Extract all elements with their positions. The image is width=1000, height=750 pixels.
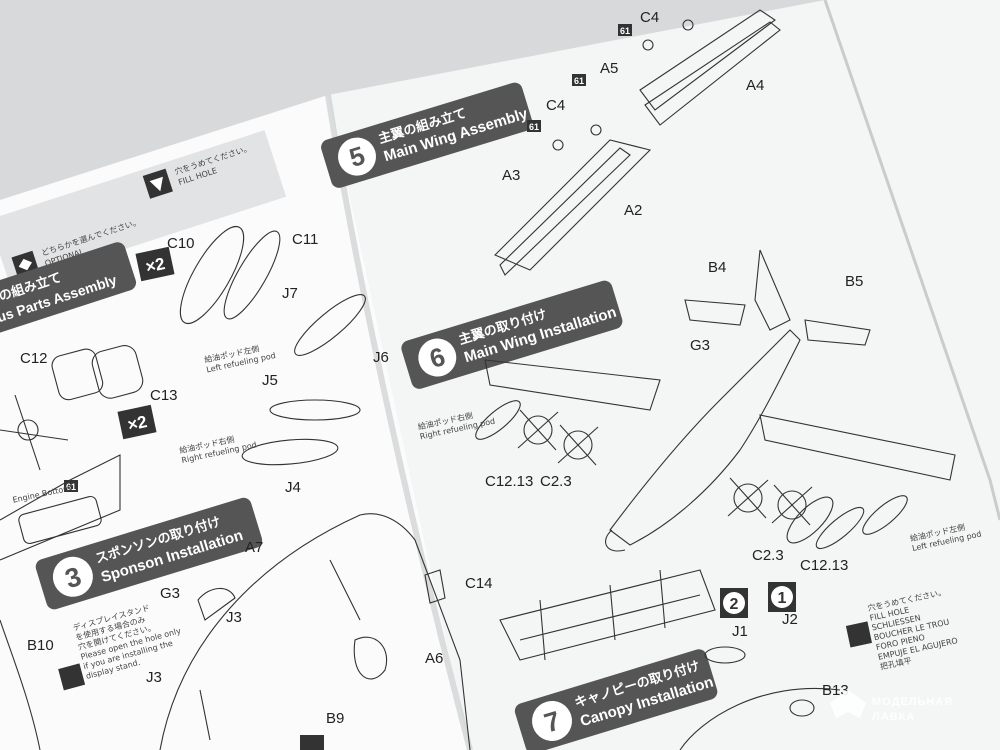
part-label: C12.13 xyxy=(800,557,848,574)
svg-text:2: 2 xyxy=(730,596,739,613)
part-label: J5 xyxy=(262,372,278,389)
part-label: J3 xyxy=(146,669,162,686)
option-badge-1: 1 xyxy=(768,582,796,612)
part-label: C4 xyxy=(546,97,565,114)
fill-hole-multilang: 穴をうめてください。FILL HOLESCHLIESSENBOUCHER LE … xyxy=(867,586,961,671)
svg-text:61: 61 xyxy=(620,26,630,36)
svg-text:×2: ×2 xyxy=(144,254,167,277)
canopy-drawing xyxy=(499,569,841,750)
part-label: A5 xyxy=(600,60,618,77)
number-boxes: 61 61 61 61 xyxy=(64,24,632,492)
refueling-pod-drawing xyxy=(179,225,908,550)
svg-text:1: 1 xyxy=(778,590,787,607)
option-badge-2: 2 xyxy=(720,588,748,618)
part-label: C13 xyxy=(150,387,178,404)
engine-cowling-drawing xyxy=(51,345,144,401)
part-label: A4 xyxy=(746,77,764,94)
part-label: C11 xyxy=(292,231,318,248)
part-label: B9 xyxy=(326,710,344,727)
part-label: B5 xyxy=(845,273,863,290)
engine-bottom-inset xyxy=(0,454,121,561)
part-label: J4 xyxy=(285,479,301,496)
line-art xyxy=(0,9,956,750)
part-label: J2 xyxy=(782,611,798,628)
part-label: A2 xyxy=(624,202,642,219)
multiplier-badge: ×2 xyxy=(135,246,175,282)
part-label: J3 xyxy=(226,609,242,626)
part-label: A3 xyxy=(502,167,520,184)
part-label: C2.3 xyxy=(752,547,784,564)
optional-icon xyxy=(58,663,86,691)
part-label: C4 xyxy=(640,9,659,26)
part-label: A7 xyxy=(245,539,263,556)
right-page xyxy=(328,0,1000,750)
watermark-line1: МОДЕЛЬНАЯ xyxy=(872,696,953,708)
part-label: C10 xyxy=(167,235,195,252)
legend-panel: どちらかを選んでください。 OPTIONAL 穴をうめてください。 FILL H… xyxy=(0,130,287,287)
fuselage-drawing xyxy=(0,513,471,750)
aircraft-drawing xyxy=(484,249,956,552)
part-label: A6 xyxy=(425,650,443,667)
part-label: B4 xyxy=(708,259,726,276)
propeller-drawing xyxy=(0,394,813,526)
part-label: J6 xyxy=(373,349,389,366)
fill-hole-icon xyxy=(300,735,324,750)
svg-text:61: 61 xyxy=(529,122,539,132)
part-label: B10 xyxy=(27,637,54,654)
part-label: J1 xyxy=(732,623,748,640)
part-labels: C4 A5 A4 C4 A3 A2 C10 C11 J7 J6 J5 J4 C1… xyxy=(20,9,863,727)
svg-text:×2: ×2 xyxy=(126,412,149,435)
part-label: C12 xyxy=(20,350,48,367)
part-label: C2.3 xyxy=(540,473,572,490)
part-label: G3 xyxy=(160,585,180,602)
svg-text:61: 61 xyxy=(574,76,584,86)
wing-part-drawing xyxy=(494,9,781,276)
fill-hole-icon xyxy=(845,621,872,648)
part-label: J7 xyxy=(282,285,298,302)
part-label: C14 xyxy=(465,575,493,592)
multiplier-badge: ×2 xyxy=(117,404,157,440)
watermark-line2: ЛАВКА xyxy=(872,711,915,723)
part-label: C12.13 xyxy=(485,473,533,490)
part-label: G3 xyxy=(690,337,710,354)
svg-text:61: 61 xyxy=(66,482,76,492)
watermark: МОДЕЛЬНАЯ ЛАВКА xyxy=(830,690,953,723)
